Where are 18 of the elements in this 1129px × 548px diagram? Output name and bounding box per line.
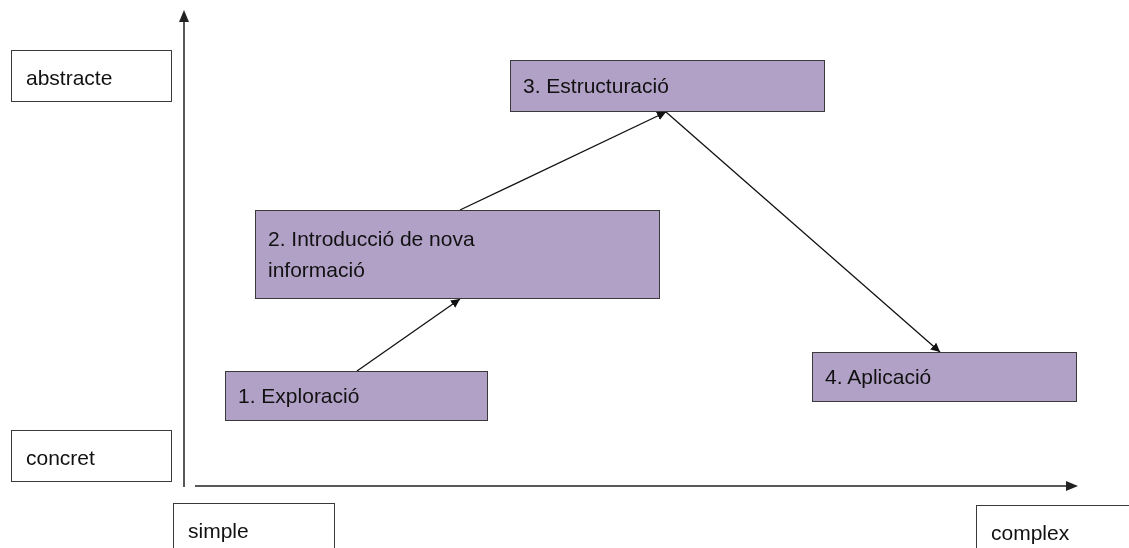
arrow [665, 111, 941, 353]
process-box [225, 371, 488, 421]
process-box [255, 210, 660, 299]
box-text: concret [26, 445, 95, 471]
box-text: abstracte [26, 65, 113, 91]
box-text: 1. Exploració [238, 382, 360, 409]
box-text: 4. Aplicació [825, 363, 932, 390]
process-box [812, 352, 1077, 402]
box-text: complex [991, 520, 1070, 546]
box-text: 2. Introducció de nova informació [268, 226, 476, 283]
process-box [510, 60, 825, 112]
box-text: 3. Estructuració [523, 72, 669, 99]
axis-label-box [11, 430, 172, 482]
box-text: simple [188, 518, 249, 544]
axis-label-box [11, 50, 172, 102]
arrow [459, 111, 667, 211]
axis-label-box [173, 503, 335, 548]
arrow [356, 298, 461, 372]
